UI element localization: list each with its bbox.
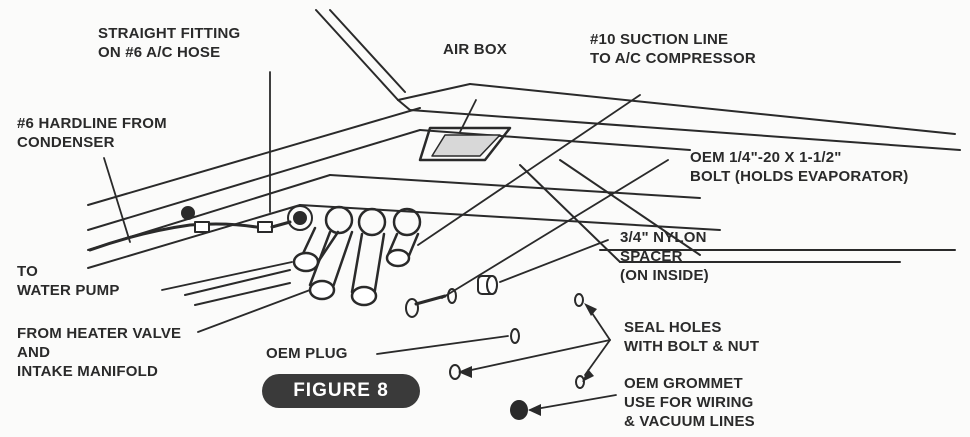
label-oem-bolt: OEM 1/4"-20 x 1-1/2" BOLT (HOLDS EVAPORA… (690, 149, 909, 185)
cowl-panel-lines (315, 9, 961, 151)
label-oem-plug: OEM PLUG (266, 345, 348, 362)
label-water-pump: TO WATER PUMP (17, 263, 120, 299)
air-box (418, 126, 512, 162)
grommet (510, 400, 528, 420)
figure-label: FIGURE 8 (262, 374, 420, 408)
arrow-heads (458, 303, 597, 416)
label-heater-valve: FROM HEATER VALVE AND INTAKE MANIFOLD (17, 325, 182, 380)
label-oem-grommet: OEM GROMMET USE FOR WIRING & VACUUM LINE… (624, 375, 755, 430)
oem-plug (510, 328, 520, 344)
firewall-lines (87, 107, 956, 306)
hardline (88, 206, 273, 252)
heater-hoses (292, 205, 422, 307)
label-straight-fitting: STRAIGHT FITTING ON #6 A/C HOSE (98, 25, 241, 61)
label-air-box: AIR BOX (443, 41, 507, 58)
label-suction-line: #10 SUCTION LINE TO A/C COMPRESSOR (590, 31, 756, 67)
label-nylon-spacer: 3/4" NYLON SPACER (ON INSIDE) (620, 229, 709, 284)
label-seal-holes: SEAL HOLES WITH BOLT & NUT (624, 319, 760, 355)
straight-fitting (270, 205, 313, 231)
nylon-spacer (477, 275, 498, 295)
leader-lines (103, 71, 669, 411)
bolt (405, 288, 457, 318)
label-hardline: #6 HARDLINE FROM CONDENSER (17, 115, 167, 151)
